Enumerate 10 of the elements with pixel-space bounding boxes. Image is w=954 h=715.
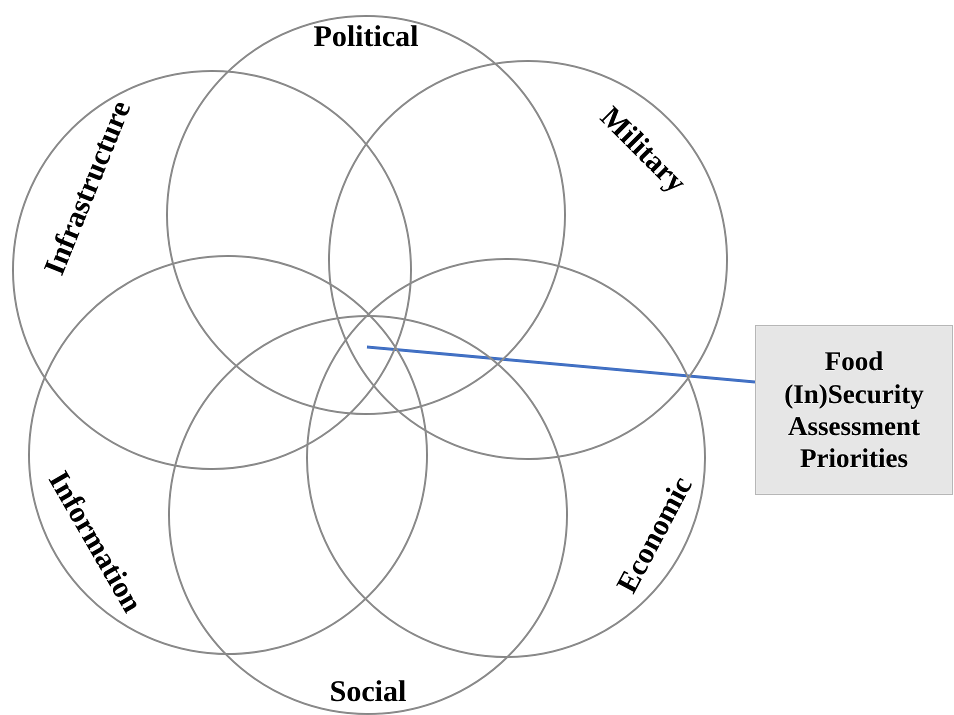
callout-text: Food (In)Security Assessment Priorities bbox=[783, 345, 925, 475]
circle-label: Political bbox=[314, 22, 418, 52]
venn-circle bbox=[306, 258, 706, 658]
venn-circle bbox=[168, 315, 568, 715]
venn-circle bbox=[328, 60, 728, 460]
venn-circle bbox=[166, 15, 566, 415]
circle-label: Social bbox=[330, 677, 406, 707]
leader-line bbox=[366, 346, 756, 384]
venn-circle bbox=[12, 70, 412, 470]
callout-box bbox=[755, 325, 953, 495]
